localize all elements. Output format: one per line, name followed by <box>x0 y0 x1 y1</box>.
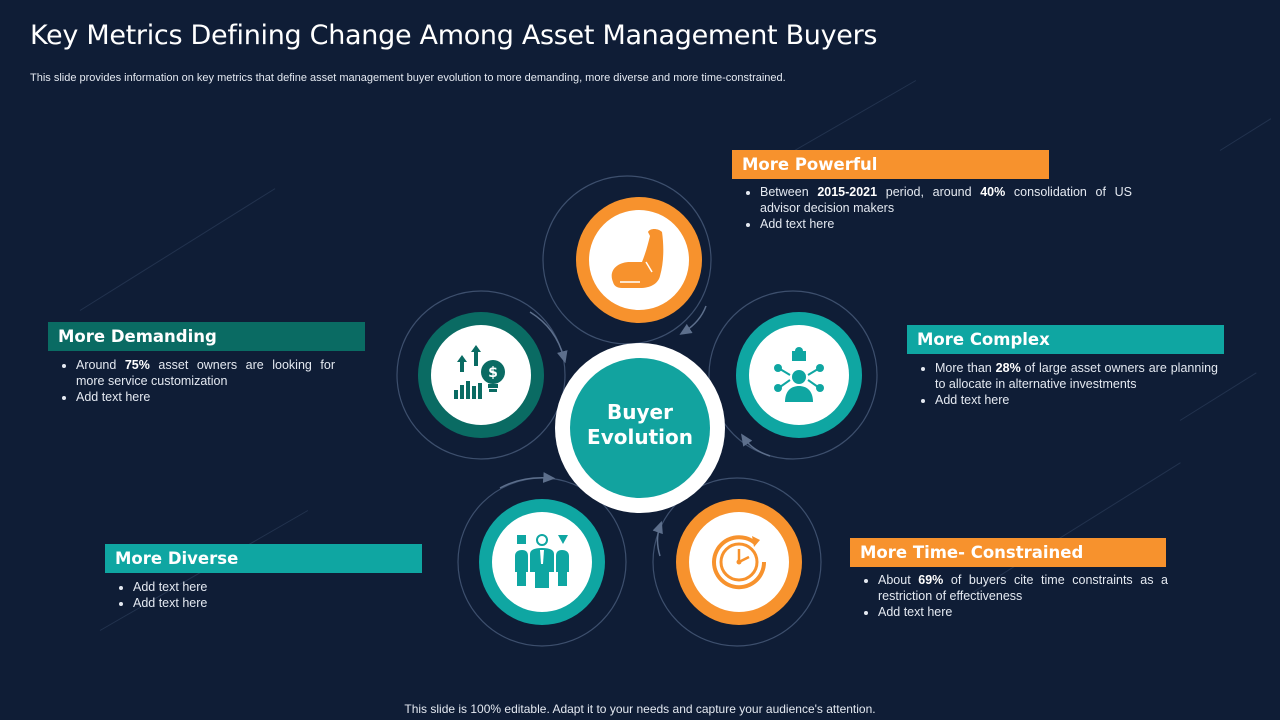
list-item: More than 28% of large asset owners are … <box>935 360 1218 392</box>
page-subtitle: This slide provides information on key m… <box>30 72 786 84</box>
puzzle-network-icon <box>774 347 824 402</box>
page-title: Key Metrics Defining Change Among Asset … <box>30 20 878 51</box>
list-item: Add text here <box>760 216 1132 232</box>
flow-arrow <box>679 305 707 335</box>
flexed-arm-icon <box>611 229 664 288</box>
clock-icon <box>712 535 767 590</box>
center-circle <box>570 358 710 498</box>
metric-node-complex <box>736 312 862 438</box>
flow-arrow <box>652 520 663 557</box>
list-item: About 69% of buyers cite time constraint… <box>878 572 1168 604</box>
flow-arrow <box>499 472 556 489</box>
diverse-people-icon <box>515 534 569 588</box>
banner-more-time-constrained: More Time- Constrained <box>850 538 1166 567</box>
banner-more-powerful: More Powerful <box>732 150 1049 179</box>
money-growth-icon: $ <box>454 345 505 399</box>
list-more-demanding: Around 75% asset owners are looking for … <box>58 357 335 405</box>
flow-arrow <box>741 433 771 457</box>
list-item: Add text here <box>76 389 335 405</box>
list-more-diverse: Add text here Add text here <box>115 579 423 611</box>
center-label-line2: Evolution <box>587 425 693 449</box>
metric-node-demanding: $ <box>418 312 544 438</box>
metric-node-powerful <box>576 197 702 323</box>
banner-more-demanding: More Demanding <box>48 322 365 351</box>
flow-arrow <box>529 311 568 364</box>
list-item: Around 75% asset owners are looking for … <box>76 357 335 389</box>
list-more-time-constrained: About 69% of buyers cite time constraint… <box>860 572 1168 620</box>
list-item: Add text here <box>935 392 1218 408</box>
outer-ring <box>652 477 822 647</box>
outer-ring <box>396 290 566 460</box>
list-more-complex: More than 28% of large asset owners are … <box>917 360 1218 408</box>
list-more-powerful: Between 2015-2021 period, around 40% con… <box>742 184 1132 232</box>
metric-node-time <box>676 499 802 625</box>
center-label-line1: Buyer <box>607 400 673 424</box>
list-item: Between 2015-2021 period, around 40% con… <box>760 184 1132 216</box>
banner-more-complex: More Complex <box>907 325 1224 354</box>
outer-ring <box>708 290 878 460</box>
svg-text:$: $ <box>488 365 498 381</box>
list-item: Add text here <box>133 595 423 611</box>
center-label: Buyer Evolution <box>560 400 720 450</box>
list-item: Add text here <box>878 604 1168 620</box>
metric-node-diverse <box>479 499 605 625</box>
list-item: Add text here <box>133 579 423 595</box>
banner-more-diverse: More Diverse <box>105 544 422 573</box>
page-footer: This slide is 100% editable. Adapt it to… <box>404 702 876 716</box>
